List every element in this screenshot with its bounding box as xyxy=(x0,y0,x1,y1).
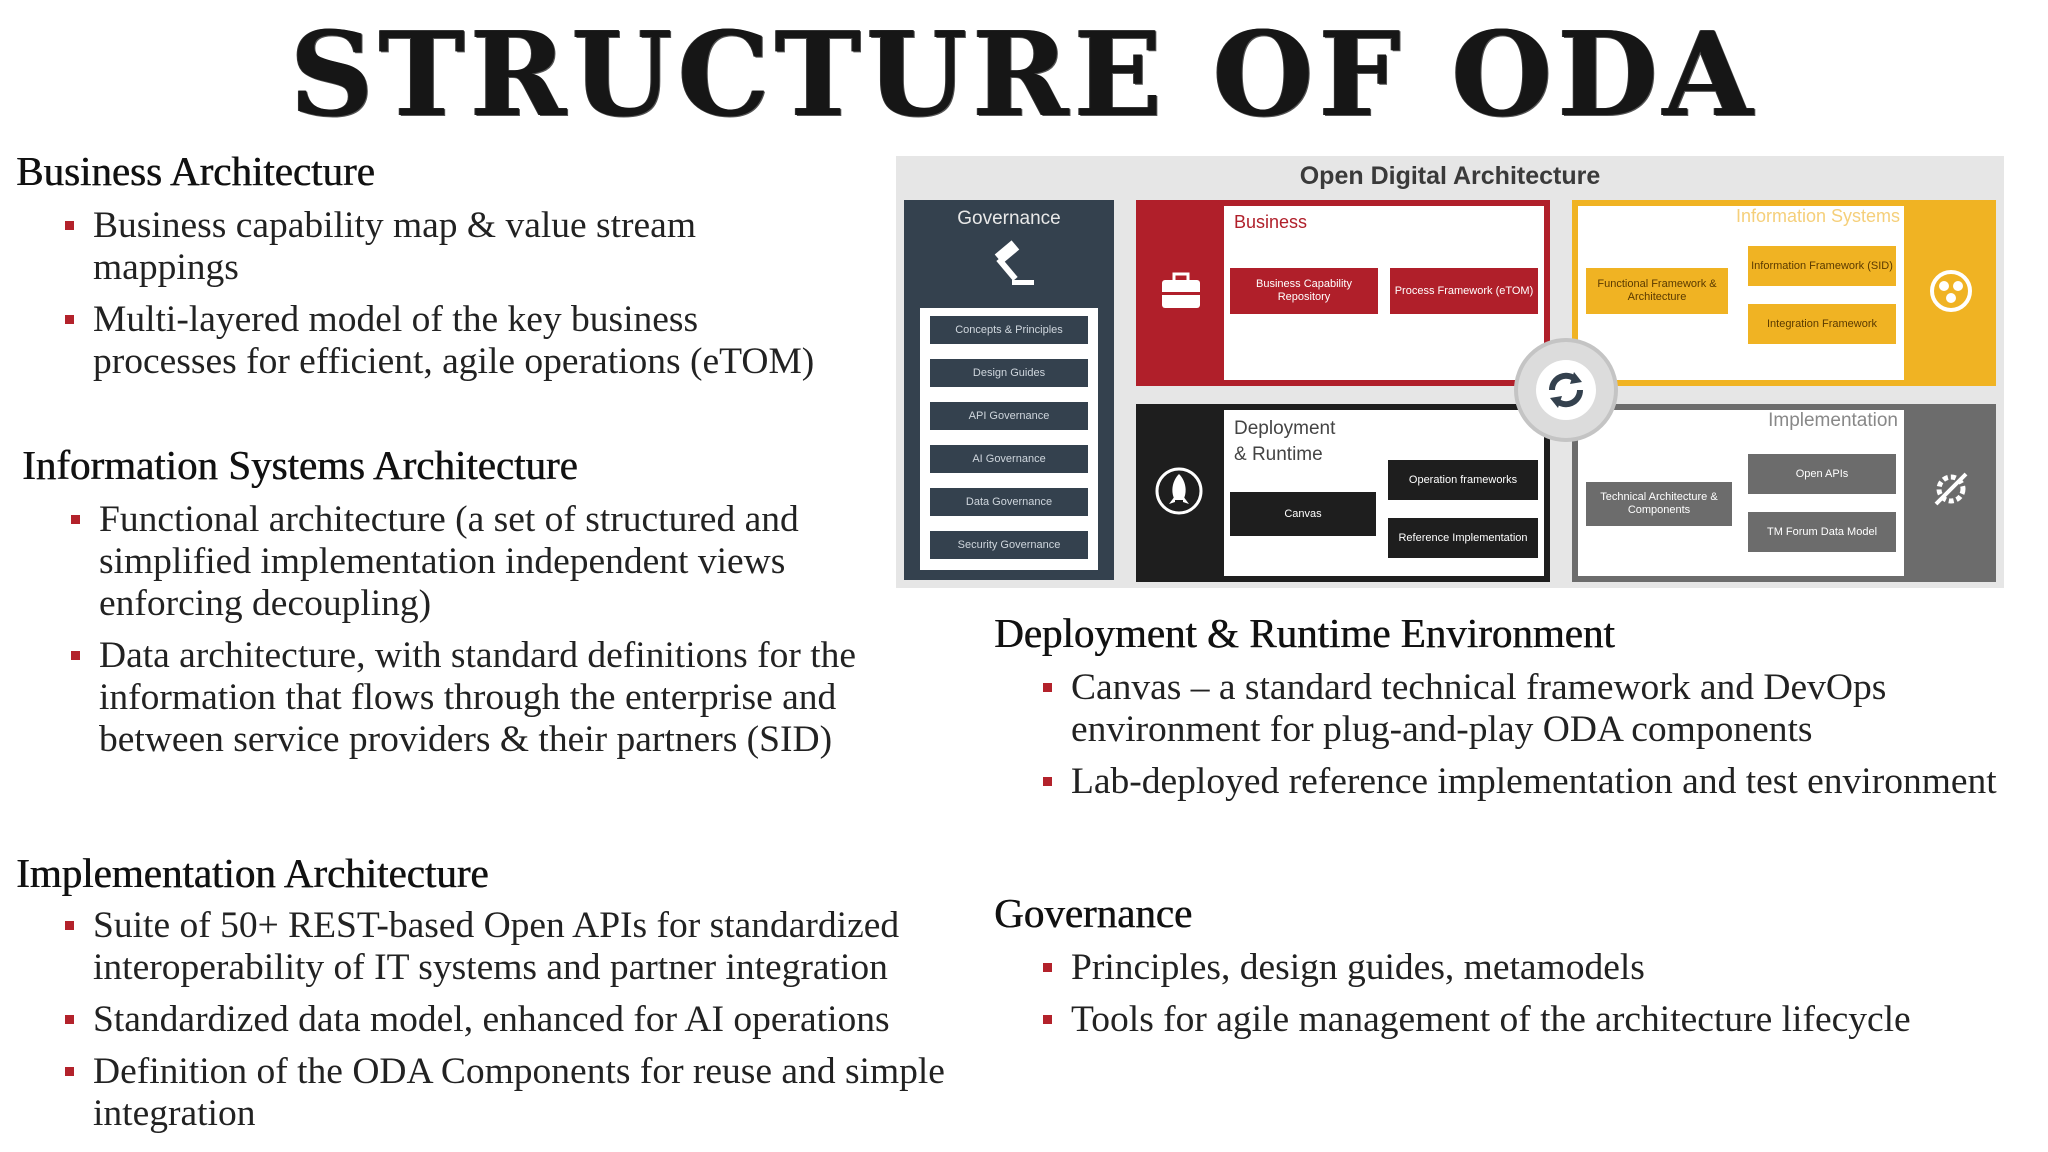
deployment-panel-label: Deployment& Runtime xyxy=(1234,418,1336,465)
diagram-pill: Functional Framework & Architecture xyxy=(1586,268,1728,314)
briefcase-icon xyxy=(1162,272,1200,308)
governance-item: Design Guides xyxy=(930,359,1088,387)
bullet-icon xyxy=(65,1067,74,1077)
list-item: Canvas – a standard technical framework … xyxy=(994,667,2034,751)
diagram-pill: Operation frameworks xyxy=(1388,460,1538,500)
deployment-panel: Deployment& Runtime Canvas Operation fra… xyxy=(1136,404,1550,582)
rocket-icon xyxy=(1155,467,1203,515)
diagram-pill: Integration Framework xyxy=(1748,304,1896,344)
information-systems-panel: Functional Framework & Architecture Info… xyxy=(1572,200,1996,386)
governance-item: Data Governance xyxy=(930,488,1088,516)
business-panel-body: Business Business Capability Repository … xyxy=(1224,206,1544,380)
list-item: Functional architecture (a set of struct… xyxy=(22,499,886,625)
diagram-pill: Technical Architecture & Components xyxy=(1586,482,1732,526)
diagram-pill: Business Capability Repository xyxy=(1230,268,1378,314)
deployment-panel-body: Deployment& Runtime Canvas Operation fra… xyxy=(1224,410,1544,576)
implementation-architecture-section: Implementation Architecture Suite of 50+… xyxy=(16,850,984,1135)
bullet-icon xyxy=(71,515,80,525)
bullet-icon xyxy=(1043,963,1052,973)
diagram-title: Open Digital Architecture xyxy=(1299,162,1601,190)
bullet-icon xyxy=(65,921,74,931)
list-item: Suite of 50+ REST-based Open APIs for st… xyxy=(16,905,984,989)
implementation-panel-label: Implementation xyxy=(1768,410,1898,431)
lifecycle-core xyxy=(1536,360,1596,420)
governance-item: Security Governance xyxy=(930,531,1088,559)
list-item: Lab-deployed reference implementation an… xyxy=(994,761,2034,803)
bullet-icon xyxy=(65,1015,74,1025)
business-architecture-heading: Business Architecture xyxy=(16,148,375,194)
information-systems-panel-label: Information Systems xyxy=(1735,206,1900,226)
information-systems-section: Information Systems Architecture Functio… xyxy=(22,442,886,761)
bullet-icon xyxy=(65,221,74,231)
diagram-pill: Canvas xyxy=(1230,492,1376,536)
list-item: Standardized data model, enhanced for AI… xyxy=(16,999,984,1041)
bullet-icon xyxy=(1043,1015,1052,1025)
slide-title: STRUCTURE OF ODA xyxy=(289,7,1759,143)
business-panel-label: Business xyxy=(1234,212,1308,232)
governance-section: Governance Principles, design guides, me… xyxy=(994,890,2034,1041)
network-cog-icon xyxy=(1930,270,1972,312)
implementation-architecture-heading: Implementation Architecture xyxy=(16,850,489,896)
diagram-pill: Process Framework (eTOM) xyxy=(1390,268,1538,314)
list-item: Multi-layered model of the key business … xyxy=(16,299,856,383)
bullet-icon xyxy=(65,315,74,325)
bullet-icon xyxy=(1043,683,1052,693)
business-architecture-section: Business Architecture Business capabilit… xyxy=(16,148,856,383)
governance-item: Concepts & Principles xyxy=(930,316,1088,344)
lifecycle-circle xyxy=(1514,338,1618,442)
deployment-runtime-heading: Deployment & Runtime Environment xyxy=(994,610,1615,656)
refresh-icon xyxy=(1548,372,1584,408)
list-item: Principles, design guides, metamodels xyxy=(994,947,2034,989)
list-item: Definition of the ODA Components for reu… xyxy=(16,1051,984,1135)
list-item: Business capability map & value stream m… xyxy=(16,205,856,289)
governance-panel-label: Governance xyxy=(957,208,1061,229)
information-systems-panel-body: Functional Framework & Architecture Info… xyxy=(1578,206,1904,380)
business-panel: Business Business Capability Repository … xyxy=(1136,200,1550,386)
implementation-panel: Technical Architecture & Components Open… xyxy=(1572,404,1996,582)
deployment-runtime-section: Deployment & Runtime Environment Canvas … xyxy=(994,610,2034,803)
tools-icon xyxy=(1934,472,1968,506)
implementation-panel-body: Technical Architecture & Components Open… xyxy=(1578,410,1904,576)
governance-item: AI Governance xyxy=(930,445,1088,473)
information-systems-heading: Information Systems Architecture xyxy=(22,442,578,488)
gavel-icon xyxy=(994,240,1034,285)
list-item: Data architecture, with standard definit… xyxy=(22,635,886,761)
governance-list: Concepts & Principles Design Guides API … xyxy=(920,308,1098,570)
bullet-icon xyxy=(71,651,80,661)
governance-heading: Governance xyxy=(994,890,1193,936)
diagram-pill: TM Forum Data Model xyxy=(1748,512,1896,552)
bullet-icon xyxy=(1043,777,1052,787)
diagram-pill: Information Framework (SID) xyxy=(1748,246,1896,286)
governance-item: API Governance xyxy=(930,402,1088,430)
governance-panel: Governance Concepts & Principles Design … xyxy=(904,200,1114,580)
list-item: Tools for agile management of the archit… xyxy=(994,999,2034,1041)
oda-diagram: Open Digital Architecture Governance Con… xyxy=(896,156,2004,588)
diagram-pill: Open APIs xyxy=(1748,454,1896,494)
diagram-pill: Reference Implementation xyxy=(1388,518,1538,558)
